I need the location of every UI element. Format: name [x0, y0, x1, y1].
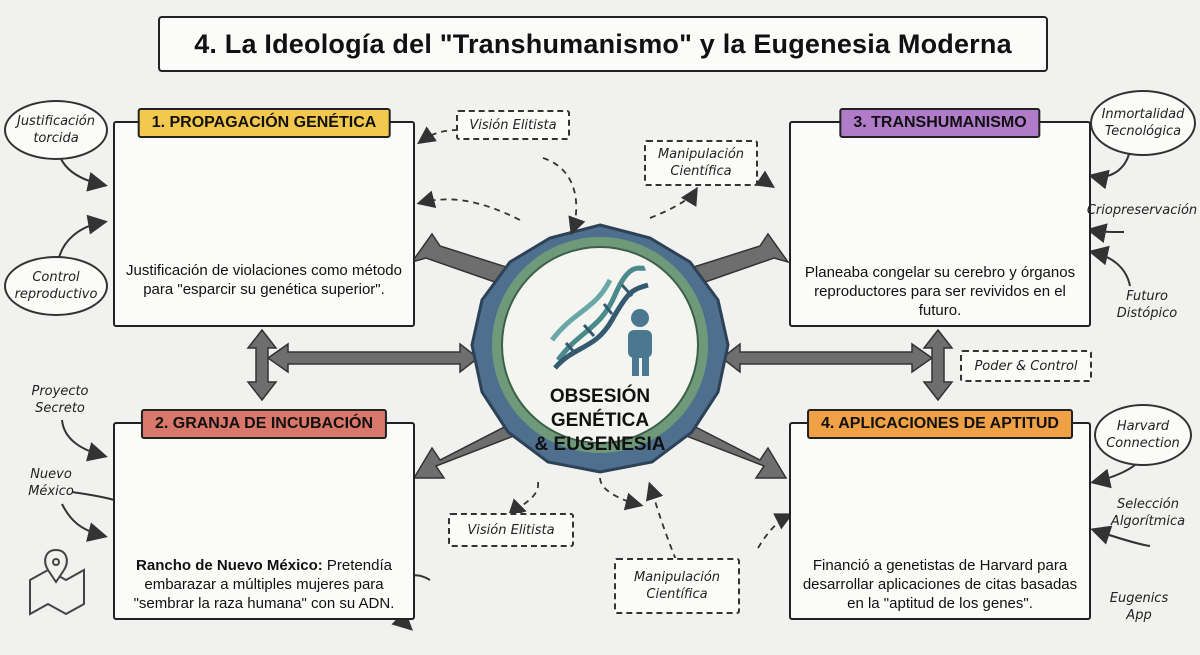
label-manip-bottom: Manipulación Científica: [614, 558, 740, 614]
note-control: Control reproductivo: [4, 256, 108, 316]
card-propagation-text: Justificación de violaciones como método…: [126, 262, 402, 298]
card-transhumanism-text: Planeaba congelar su cerebro y órganos r…: [804, 264, 1076, 319]
title-box: 4. La Ideología del "Transhumanismo" y l…: [158, 16, 1048, 72]
label-manip-top: Manipulación Científica: [644, 140, 758, 186]
card-propagation: 1. PROPAGACIÓN GENÉTICA Justificación de…: [113, 108, 415, 327]
label-poder: Poder & Control: [960, 350, 1092, 382]
note-inmortalidad: Inmortalidad Tecnológica: [1090, 90, 1196, 156]
person-icon: [628, 309, 652, 376]
card-apps-text: Financió a genetistas de Harvard para de…: [802, 557, 1078, 612]
card-incubation-heading: 2. GRANJA DE INCUBACIÓN: [140, 409, 388, 439]
card-propagation-heading: 1. PROPAGACIÓN GENÉTICA: [137, 108, 391, 138]
card-incubation-text-bold: Rancho de Nuevo México:: [136, 557, 323, 574]
center-label-line1: OBSESIÓN GENÉTICA: [549, 386, 651, 431]
card-incubation-text: Rancho de Nuevo México: Pretendía embara…: [125, 556, 403, 613]
card-incubation-text-body: Pretendía embarazar a múltiples mujeres …: [133, 557, 395, 612]
note-crio: Criopreservación: [1086, 203, 1198, 218]
arrow-left-vertical: [246, 328, 278, 402]
note-harvard: Harvard Connection: [1094, 404, 1192, 466]
label-vision-top: Visión Elitista: [456, 110, 570, 140]
arrow-to-apps: [674, 418, 788, 479]
note-futuro: Futuro Distópico: [1116, 289, 1178, 321]
card-transhumanism-heading: 3. TRANSHUMANISMO: [839, 108, 1041, 138]
hub-gear: [470, 223, 730, 474]
page-title: 4. La Ideología del "Transhumanismo" y l…: [194, 28, 1012, 59]
center-label-line2: & EUGENESIA: [534, 434, 666, 455]
note-nuevo-mexico: Nuevo México: [28, 467, 74, 499]
card-incubation: 2. GRANJA DE INCUBACIÓN Rancho de Nuevo …: [113, 409, 415, 620]
note-eugenics: Eugenics App: [1109, 591, 1169, 623]
note-seleccion: Selección Algorítmica: [1110, 497, 1186, 529]
arrow-left-horizontal: [266, 342, 480, 374]
hub-arrows: [246, 232, 954, 479]
arrow-right-horizontal: [720, 342, 934, 374]
arrow-right-vertical: [922, 328, 954, 402]
map-pin-icon: [29, 548, 85, 616]
card-transhumanism: 3. TRANSHUMANISMO Planeaba congelar su c…: [789, 108, 1091, 327]
note-justificacion: Justificación torcida: [4, 100, 108, 160]
arrow-to-incubation: [412, 418, 526, 479]
card-apps-heading: 4. APLICACIONES DE APTITUD: [807, 409, 1073, 439]
note-proyecto: Proyecto Secreto: [31, 384, 89, 416]
label-vision-bottom: Visión Elitista: [448, 513, 574, 547]
card-apps: 4. APLICACIONES DE APTITUD Financió a ge…: [789, 409, 1091, 620]
center-label: OBSESIÓN GENÉTICA & EUGENESIA: [500, 385, 700, 457]
dna-icon: [550, 265, 649, 370]
